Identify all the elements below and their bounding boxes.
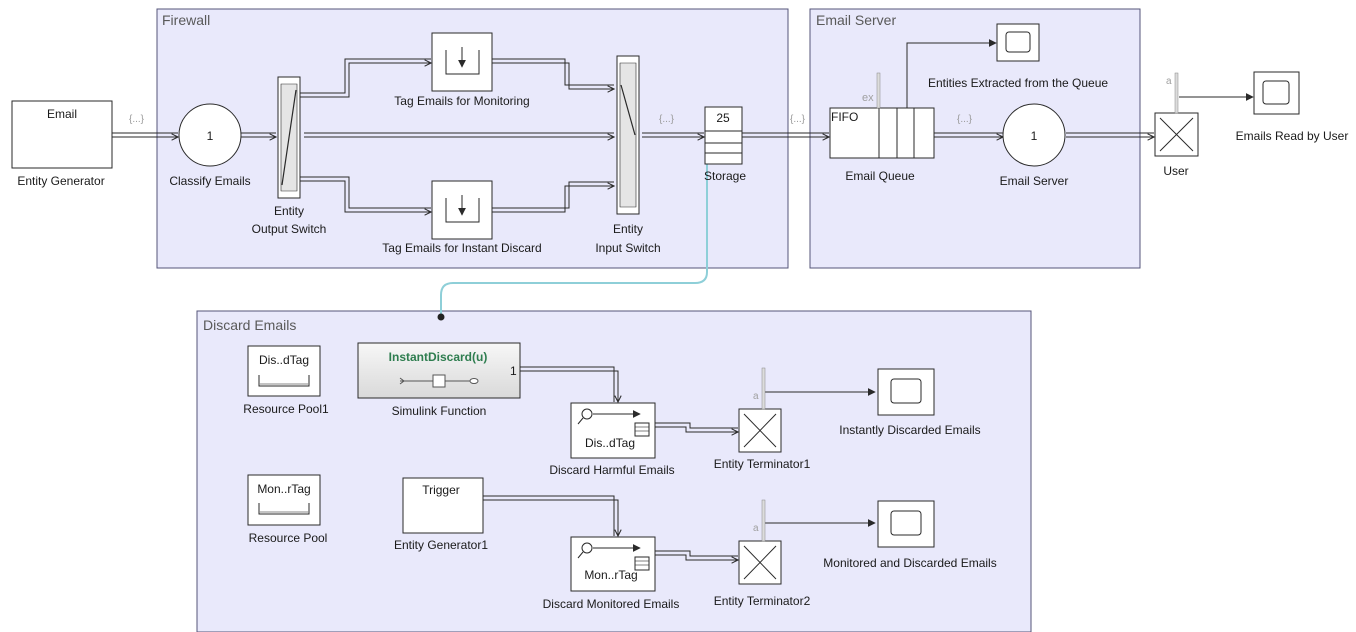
- tag-discard-label: Tag Emails for Instant Discard: [382, 241, 541, 255]
- classify-label: Classify Emails: [169, 174, 250, 188]
- queue-port-label: ex: [862, 92, 874, 104]
- function-label: Simulink Function: [392, 404, 487, 418]
- resource-pool-text: Mon..rTag: [257, 482, 310, 496]
- resource-pool1-block[interactable]: Dis..dTag Resource Pool1: [243, 345, 329, 416]
- instantly-discarded-scope[interactable]: Instantly Discarded Emails: [839, 368, 981, 437]
- discard-harmful-label: Discard Harmful Emails: [549, 463, 674, 477]
- entity-output-switch-block[interactable]: Entity Output Switch: [252, 76, 327, 236]
- email-server-block[interactable]: 1 Email Server: [1000, 103, 1069, 188]
- resource-pool-block[interactable]: Mon..rTag Resource Pool: [247, 474, 328, 545]
- trigger-text: Trigger: [422, 483, 460, 497]
- entity-generator-text: Email: [47, 107, 77, 121]
- discard-harmful-emails-block[interactable]: Dis..dTag Discard Harmful Emails: [549, 402, 675, 477]
- tag-emails-discard-block[interactable]: Tag Emails for Instant Discard: [382, 180, 542, 255]
- monitored-discarded-label: Monitored and Discarded Emails: [823, 556, 996, 570]
- term2-label: Entity Terminator2: [714, 594, 811, 608]
- email-server-title: Email Server: [816, 12, 896, 28]
- storage-block[interactable]: 25 Storage: [704, 106, 746, 183]
- entity-input-switch-block[interactable]: Entity Input Switch: [595, 55, 661, 255]
- resource-pool1-text: Dis..dTag: [259, 353, 309, 367]
- server-capacity: 1: [1031, 129, 1038, 143]
- classify-capacity: 1: [207, 129, 214, 143]
- entity-generator-label: Entity Generator: [17, 174, 104, 188]
- goto-tag-4: {...}: [957, 114, 973, 125]
- storage-capacity: 25: [716, 111, 730, 125]
- entity-connections: {...} {...} {...} {...}: [112, 58, 1154, 560]
- user-label: User: [1163, 164, 1188, 178]
- goto-tag-2: {...}: [659, 114, 675, 125]
- discard-monitored-emails-block[interactable]: Mon..rTag Discard Monitored Emails: [543, 536, 680, 611]
- emails-read-label: Emails Read by User: [1236, 129, 1349, 143]
- extracted-label: Entities Extracted from the Queue: [928, 76, 1108, 90]
- output-switch-label-2: Output Switch: [252, 222, 327, 236]
- link-junction-dot: [437, 313, 445, 321]
- function-title: InstantDiscard(u): [389, 350, 488, 364]
- monitored-discarded-scope[interactable]: Monitored and Discarded Emails: [823, 500, 997, 570]
- user-port-label: a: [1166, 76, 1172, 87]
- user-terminator-block[interactable]: a User: [1154, 72, 1199, 178]
- queue-label: Email Queue: [845, 169, 915, 183]
- simulink-function-block[interactable]: InstantDiscard(u) 1 Simulink Function: [357, 342, 521, 418]
- input-switch-label-1: Entity: [613, 222, 643, 236]
- instantly-discarded-label: Instantly Discarded Emails: [839, 423, 980, 437]
- discard-emails-title: Discard Emails: [203, 317, 296, 333]
- resource-pool1-label: Resource Pool1: [243, 402, 329, 416]
- firewall-title: Firewall: [162, 12, 210, 28]
- trigger-label: Entity Generator1: [394, 538, 488, 552]
- entities-extracted-scope[interactable]: Entities Extracted from the Queue: [928, 23, 1108, 90]
- discard-monitored-label: Discard Monitored Emails: [543, 597, 680, 611]
- entity-generator-block[interactable]: Email Entity Generator: [11, 100, 113, 188]
- output-switch-label-1: Entity: [274, 204, 304, 218]
- term1-label: Entity Terminator1: [714, 457, 811, 471]
- discard-monitored-text: Mon..rTag: [584, 568, 637, 582]
- signal-lines: [765, 39, 1254, 527]
- goto-tag-3: {...}: [790, 114, 806, 125]
- storage-label: Storage: [704, 169, 746, 183]
- term2-port-label: a: [753, 523, 759, 534]
- goto-tag-1: {...}: [129, 114, 145, 125]
- emails-read-scope[interactable]: Emails Read by User: [1236, 71, 1349, 143]
- function-output-port: 1: [510, 364, 517, 378]
- tag-emails-monitoring-block[interactable]: Tag Emails for Monitoring: [394, 32, 530, 108]
- email-queue-block[interactable]: ex FIFO Email Queue: [829, 72, 935, 183]
- input-switch-label-2: Input Switch: [595, 241, 660, 255]
- resource-pool-label: Resource Pool: [249, 531, 328, 545]
- classify-emails-server-block[interactable]: 1 Classify Emails: [169, 103, 251, 188]
- entity-terminator1-block[interactable]: a Entity Terminator1: [714, 367, 811, 471]
- tag-monitor-label: Tag Emails for Monitoring: [394, 94, 529, 108]
- trigger-entity-generator-block[interactable]: Trigger Entity Generator1: [394, 477, 488, 552]
- queue-type: FIFO: [831, 110, 858, 124]
- term1-port-label: a: [753, 391, 759, 402]
- entity-terminator2-block[interactable]: a Entity Terminator2: [714, 499, 811, 608]
- storage-link-line: [440, 164, 708, 316]
- server-label: Email Server: [1000, 174, 1069, 188]
- discard-harmful-text: Dis..dTag: [585, 436, 635, 450]
